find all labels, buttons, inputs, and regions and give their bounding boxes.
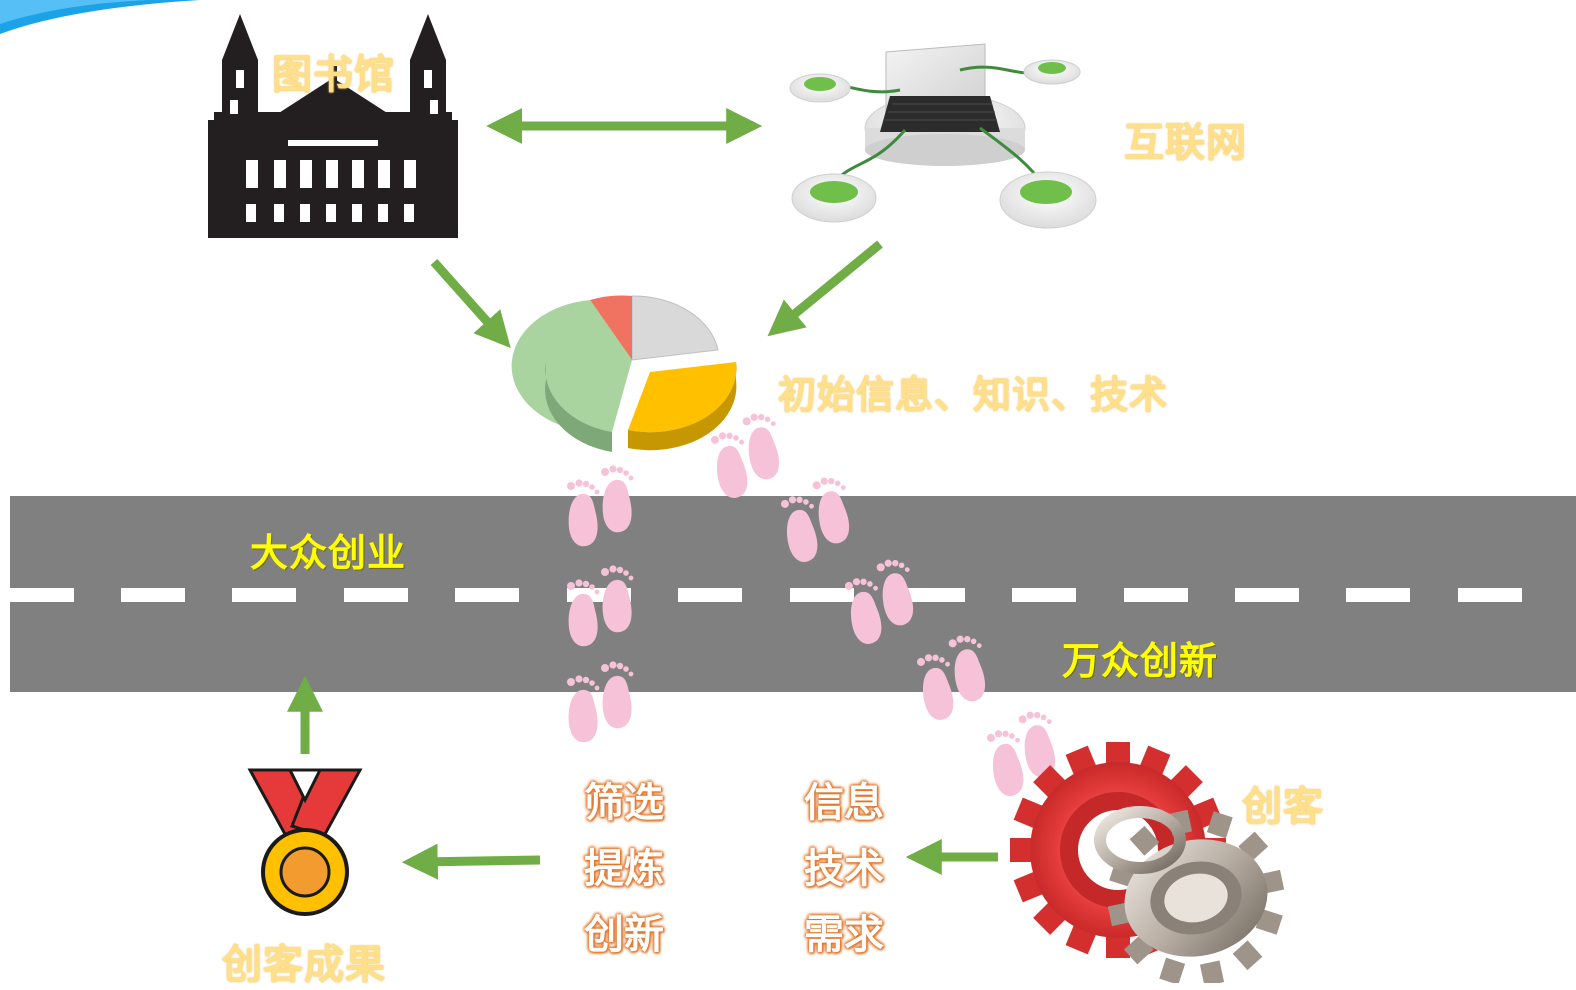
gears-icon — [1010, 742, 1285, 983]
process-left-item: 创新 — [584, 912, 664, 958]
internet-to-pie-arrow — [767, 240, 883, 337]
maker-result-label: 创客成果 — [222, 942, 386, 988]
medal-icon — [247, 768, 363, 916]
pie-chart-icon — [511, 295, 737, 452]
library-label: 图书馆 — [272, 52, 395, 98]
process-right-item: 技术 — [804, 846, 884, 892]
internet-label: 互联网 — [1124, 120, 1247, 166]
initial-info-label: 初始信息、知识、技术 — [778, 373, 1169, 417]
process-right-item: 信息 — [804, 780, 884, 826]
corner-swoosh-decoration — [0, 0, 200, 34]
process-right-item: 需求 — [804, 912, 884, 958]
process-to-medal-arrow — [401, 843, 541, 880]
maker-label: 创客 — [1242, 784, 1324, 830]
library-building-icon — [208, 14, 458, 238]
process-left-item: 提炼 — [584, 846, 664, 892]
road-upper-label: 大众创业 — [250, 531, 407, 575]
road-lower-label: 万众创新 — [1062, 639, 1219, 683]
networked-computer-icon — [789, 43, 1097, 229]
process-left-item: 筛选 — [584, 780, 664, 826]
footprints-icon — [567, 411, 1061, 798]
library-to-pie-arrow — [430, 259, 511, 349]
